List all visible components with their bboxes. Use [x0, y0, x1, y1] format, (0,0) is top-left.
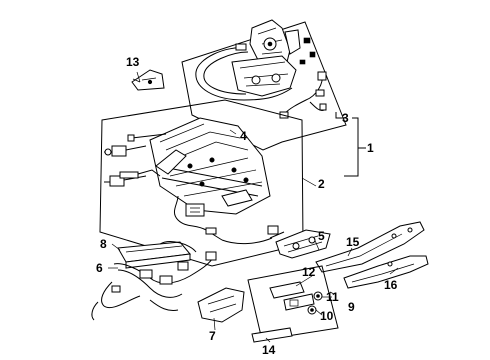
callout-12: 12 [302, 265, 316, 279]
callout-3: 3 [342, 111, 349, 125]
upper-wire-harness [279, 71, 327, 119]
callout-4: 4 [240, 129, 247, 143]
part-10-knob [307, 305, 317, 315]
callout-6: 6 [96, 261, 103, 275]
callout-13: 13 [126, 55, 140, 69]
callout-3-leader [335, 112, 346, 119]
seat-track-frame [149, 117, 271, 215]
callout-5: 5 [318, 229, 325, 243]
upper-assembly-box [181, 21, 347, 151]
track-motor-front [104, 169, 161, 187]
switch-group-box [247, 265, 339, 341]
part-12-switch-panel [269, 281, 315, 311]
part-7-cover [197, 287, 245, 323]
callout-1: 1 [367, 141, 374, 155]
leader-lines [108, 71, 399, 343]
track-motor-left [104, 133, 167, 157]
recliner-mechanism [231, 19, 316, 97]
callout-2: 2 [318, 177, 325, 191]
part-13-bracket [131, 69, 165, 91]
callout-14: 14 [262, 343, 276, 357]
track-cables [173, 195, 285, 245]
callout-15: 15 [346, 235, 360, 249]
part-16-side-cover [343, 255, 429, 289]
part-14-trim [251, 327, 293, 343]
part-11-knob [313, 291, 323, 301]
part-5-connector [275, 229, 331, 259]
part-6-wire-harness [91, 251, 217, 321]
callout-9: 9 [348, 300, 355, 314]
recliner-cable [195, 43, 293, 101]
callout-10: 10 [320, 309, 334, 323]
callout-16: 16 [384, 278, 398, 292]
callout-7: 7 [209, 329, 216, 343]
part-8-module [117, 241, 197, 269]
part-15-side-cover [315, 221, 425, 273]
callout-8: 8 [100, 237, 107, 251]
callout-11: 11 [326, 290, 339, 304]
callout-1-bracket [344, 117, 359, 177]
